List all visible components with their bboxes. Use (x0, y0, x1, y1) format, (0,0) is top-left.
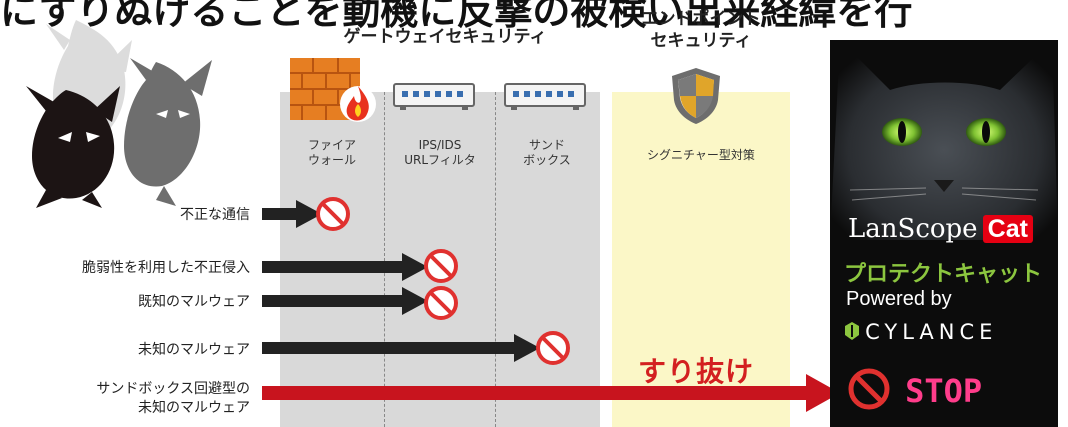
column-divider (495, 92, 496, 427)
malware-cats-illustration (26, 20, 212, 208)
block-sign-ips-2 (424, 286, 458, 320)
threat-label-vulnerability-intrusion: 脆弱性を利用した不正侵入 (82, 260, 250, 276)
block-sign-sandbox (536, 331, 570, 365)
stop-row: STOP (846, 366, 982, 412)
top-heading: にすりぬけることを動機に反撃の被検い出来経緯を行 (0, 0, 913, 33)
network-appliance-icon (504, 83, 586, 110)
column-label-signature: シグニチャー型対策 (647, 148, 755, 162)
powered-by-text: Powered by (846, 288, 952, 310)
brand-cat-badge: Cat (982, 215, 1033, 243)
column-divider (384, 92, 385, 427)
brand-lanscope: LanScope (848, 214, 978, 244)
stop-label: STOP (905, 372, 983, 410)
arrow-known-malware (262, 287, 428, 315)
endpoint-column-background (612, 92, 790, 427)
cylance-row: CYLANCE (844, 320, 997, 344)
arrow-unauthorized-traffic (262, 200, 322, 228)
gateway-security-title: ゲートウェイセキュリティ (343, 27, 547, 47)
column-label-firewall: ファイア ウォール (307, 138, 356, 167)
threat-label-unauthorized-traffic: 不正な通信 (180, 207, 250, 223)
product-panel: LanScope Cat プロテクトキャット Powered by CYLANC… (830, 40, 1058, 427)
firewall-icon (290, 58, 376, 122)
cylance-logo-icon (845, 322, 859, 340)
block-sign-firewall (316, 197, 350, 231)
endpoint-security-title: エンドポイント セキュリティ (641, 9, 761, 51)
threat-label-sandbox-evasive-malware: サンドボックス回避型の 未知のマルウェア (96, 381, 250, 416)
bypass-label: すり抜け (638, 355, 755, 388)
network-appliance-icon (393, 83, 475, 110)
arrow-bypass (262, 374, 840, 412)
block-sign-stop (848, 368, 890, 410)
shield-icon (672, 68, 720, 124)
arrow-unknown-malware (262, 334, 540, 362)
cylance-wordmark: CYLANCE (865, 320, 998, 344)
threat-label-unknown-malware: 未知のマルウェア (138, 342, 250, 358)
brand-row: LanScope Cat (848, 214, 1033, 244)
column-label-ips-ids: IPS/IDS URLフィルタ (404, 138, 476, 167)
arrow-vulnerability-intrusion (262, 253, 428, 281)
product-name: プロテクトキャット (844, 262, 1043, 287)
cat-photo (830, 40, 1058, 240)
column-label-sandbox: サンド ボックス (523, 138, 571, 167)
block-sign-ips-1 (424, 249, 458, 283)
threat-label-known-malware: 既知のマルウェア (138, 294, 250, 310)
